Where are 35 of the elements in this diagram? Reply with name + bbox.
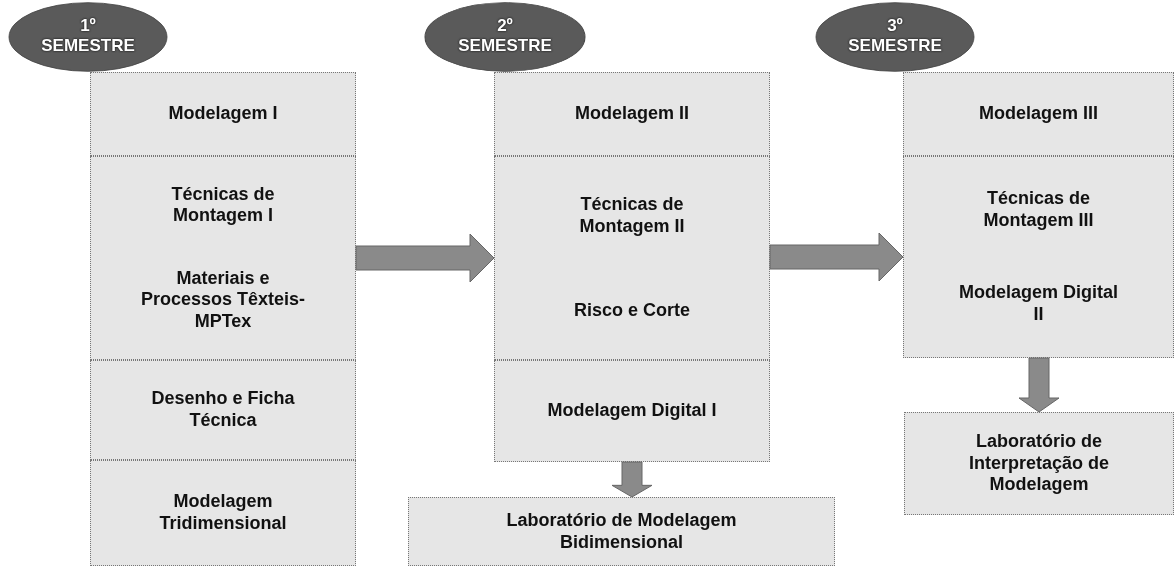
course-name: Materiais e Processos Têxteis-MPTex [139,267,307,333]
course-name: Modelagem II [575,103,689,125]
course-box [408,497,835,566]
semester-label: 3º SEMESTRE [847,16,943,56]
block-arrow [355,233,495,283]
block-arrow [1018,357,1060,413]
course-name: Técnicas de Montagem III [982,188,1095,232]
course-box [90,156,356,360]
block-arrow [611,461,653,498]
course-box [903,156,1174,358]
course-name: Desenho e Ficha Técnica [150,388,296,432]
course-name: Modelagem Tridimensional [158,491,288,535]
block-arrow [769,232,904,282]
course-box [904,412,1174,515]
course-name: Laboratório de Modelagem Bidimensional [505,509,738,554]
course-name: Laboratório de Interpretação de Modelagem [967,431,1110,496]
course-box [903,72,1174,156]
semester-ellipse [8,2,168,72]
course-box [90,360,356,460]
course-name: Risco e Corte [573,300,690,322]
course-box [494,72,770,156]
course-name: Técnicas de Montagem I [170,183,276,227]
course-box [494,156,770,360]
course-name: Modelagem III [979,103,1098,125]
semester-label: 1º SEMESTRE [40,16,136,56]
course-box [90,72,356,156]
course-name: Modelagem Digital II [958,282,1119,326]
semester-ellipse [815,2,975,72]
course-name: Modelagem I [168,103,278,125]
course-name: Modelagem Digital I [547,400,717,422]
semester-ellipse [424,2,586,72]
course-box [494,360,770,462]
course-name: Técnicas de Montagem II [578,194,686,238]
course-box [90,460,356,566]
semester-label: 2º SEMESTRE [457,16,553,56]
